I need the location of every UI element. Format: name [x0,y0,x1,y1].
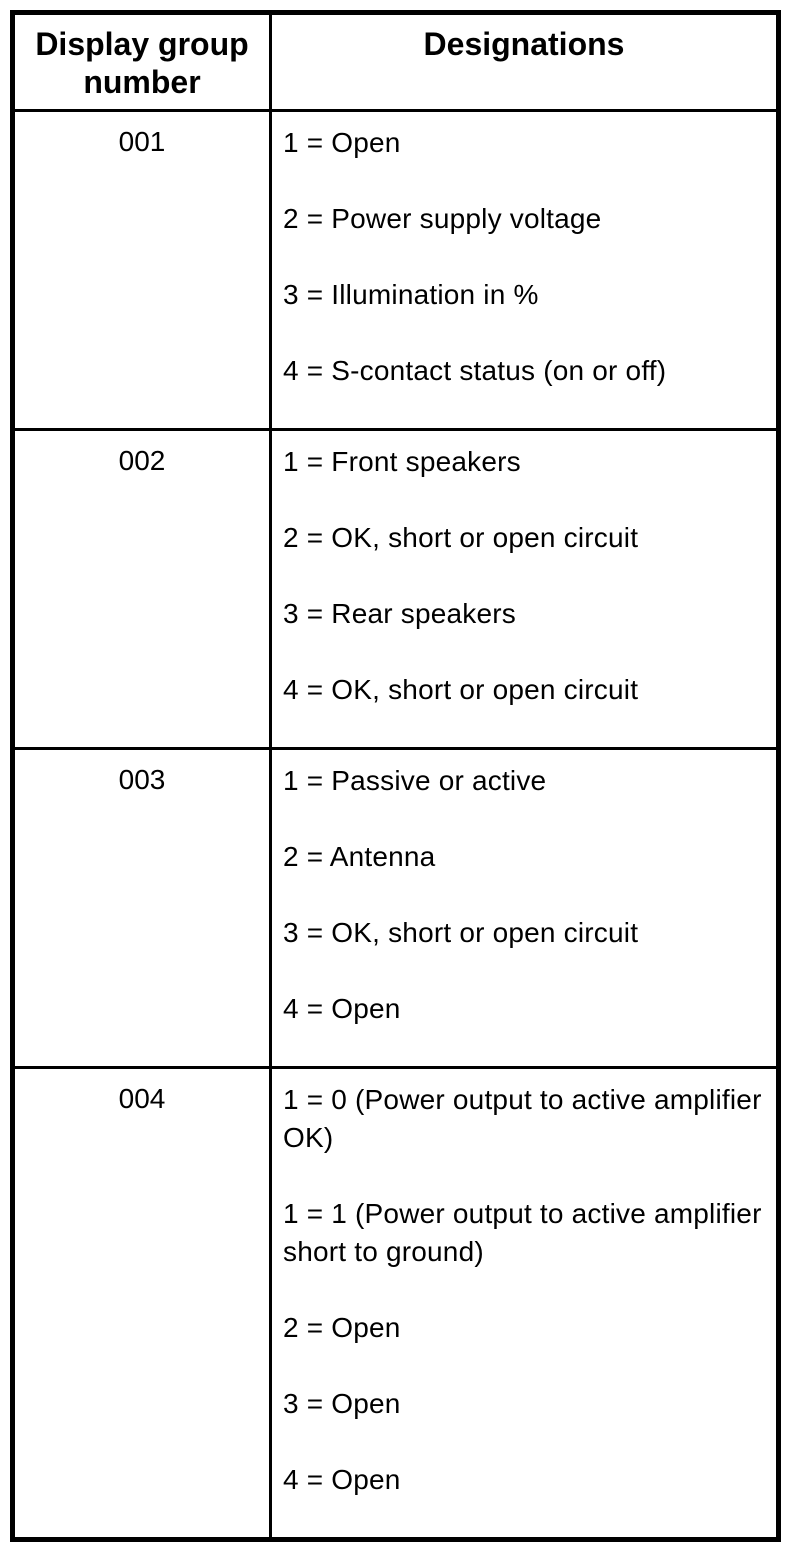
designations-cell-001: 1 = Open 2 = Power supply voltage 3 = Il… [269,109,780,431]
designation-line: 1 = Open [283,127,401,158]
designation-line: 1 = 0 (Power output to active amplifier … [283,1084,762,1153]
designation-line: 2 = Open [283,1312,401,1343]
group-number-001: 001 [11,109,272,431]
designations-cell-004: 1 = 0 (Power output to active amplifier … [269,1066,780,1541]
designation-line: 2 = Antenna [283,841,436,872]
designation-line: 4 = Open [283,1464,401,1495]
group-number-003: 003 [11,747,272,1069]
table-row: 004 1 = 0 (Power output to active amplif… [11,1066,780,1541]
designation-line: 4 = Open [283,993,401,1024]
designations-cell-003: 1 = Passive or active 2 = Antenna 3 = OK… [269,747,780,1069]
designation-line: 2 = Power supply voltage [283,203,602,234]
table-header-row: Display group number Designations [11,11,780,112]
group-number-004: 004 [11,1066,272,1541]
group-number-002: 002 [11,428,272,750]
table-row: 003 1 = Passive or active 2 = Antenna 3 … [11,747,780,1069]
designation-line: 3 = OK, short or open circuit [283,917,639,948]
display-group-table: Display group number Designations 001 1 … [10,10,781,1542]
designation-line: 3 = Illumination in % [283,279,539,310]
table-row: 002 1 = Front speakers 2 = OK, short or … [11,428,780,750]
designation-line: 4 = S-contact status (on or off) [283,355,667,386]
designation-line: 2 = OK, short or open circuit [283,522,639,553]
table-row: 001 1 = Open 2 = Power supply voltage 3 … [11,109,780,431]
designation-line: 4 = OK, short or open circuit [283,674,639,705]
designation-line: 1 = Passive or active [283,765,547,796]
designation-line: 1 = Front speakers [283,446,521,477]
designation-line: 1 = 1 (Power output to active amplifier … [283,1198,762,1267]
designations-cell-002: 1 = Front speakers 2 = OK, short or open… [269,428,780,750]
column-header-display-group-number: Display group number [11,11,272,112]
designation-line: 3 = Rear speakers [283,598,516,629]
designation-line: 3 = Open [283,1388,401,1419]
column-header-designations: Designations [269,11,780,112]
